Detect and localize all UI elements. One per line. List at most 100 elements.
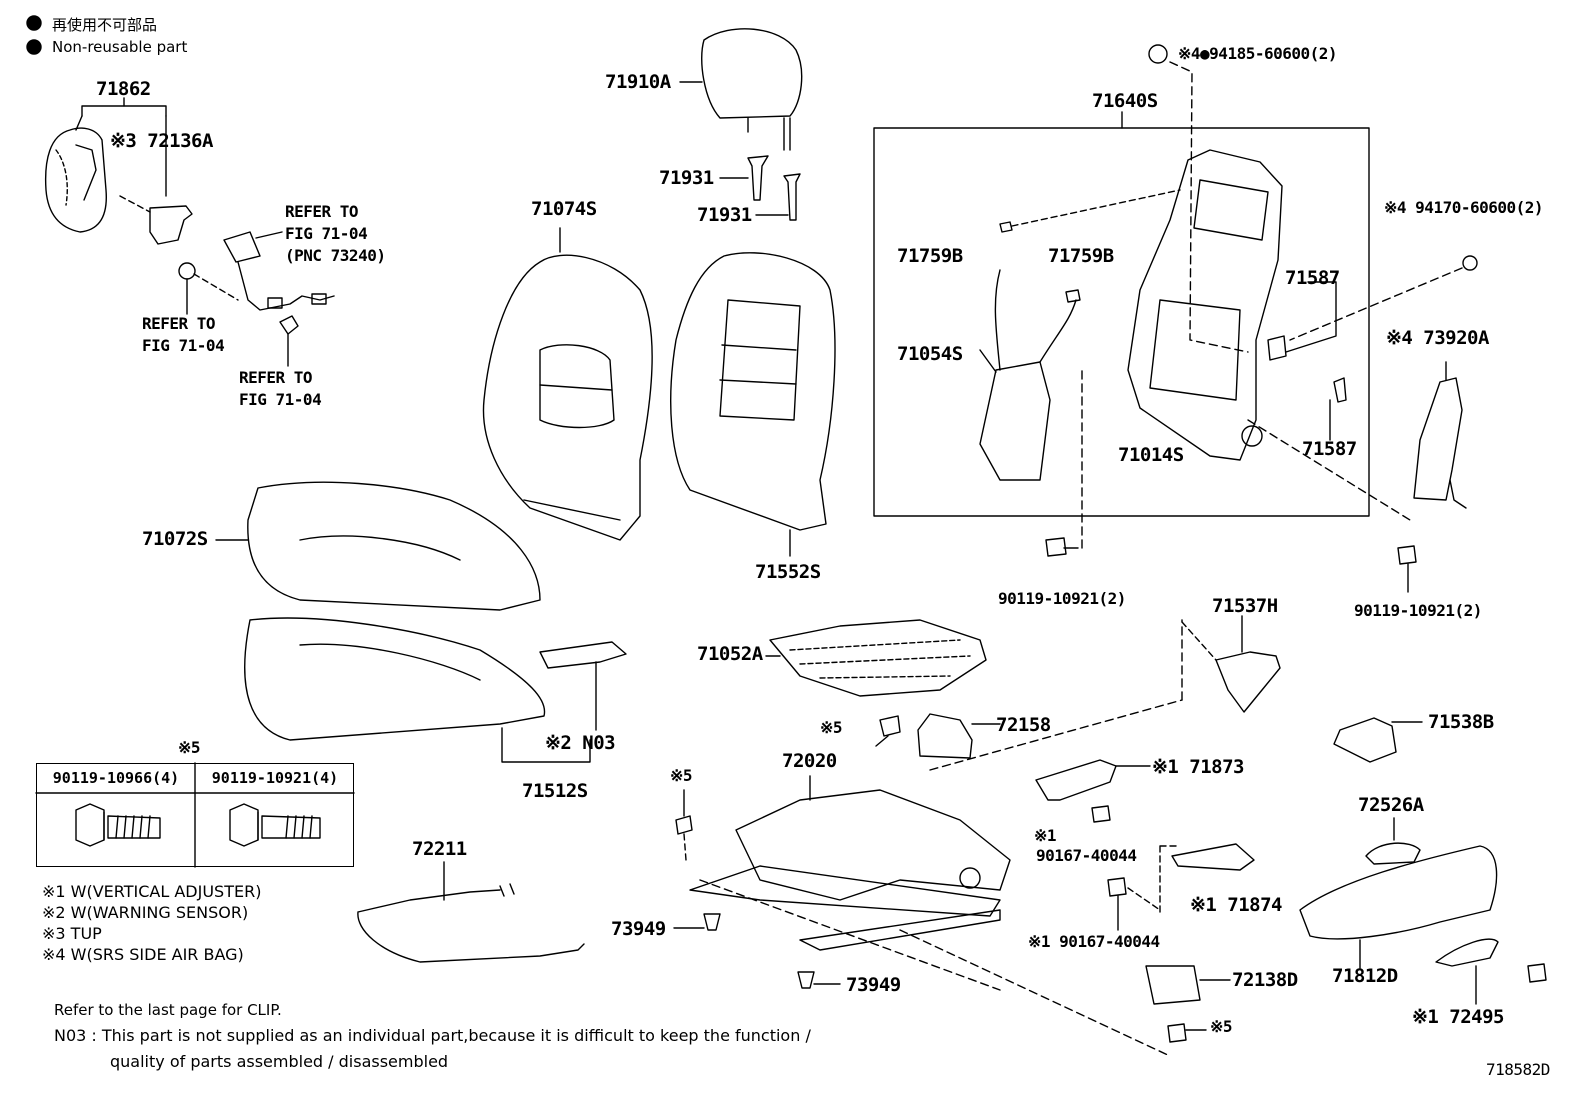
nut-part [1462,255,1478,271]
clip-73949 [703,913,721,931]
label-71587-a: 71587 [1285,267,1340,289]
spring-part [769,619,987,697]
label-refer-1b: FIG 71-04 [285,224,368,243]
label-90167-a: 90167-40044 [1036,846,1137,865]
label-90119-b: 90119-10921(2) [1354,601,1482,620]
label-71910A: 71910A [605,71,671,93]
note-n03-line1: N03 : This part is not supplied as an in… [54,1026,811,1045]
bolt-table-col1: 90119-10966(4) [52,769,180,787]
label-s5-table: ※5 [178,738,201,757]
label-72526A: 72526A [1358,794,1424,816]
label-s5-a: ※5 [820,718,843,737]
wire-72211 [357,889,585,963]
sensor-N03 [539,641,627,669]
legend-japanese: 再使用不可部品 [52,16,158,34]
cover-72138D [1145,965,1201,1005]
bolt-table: 90119-10966(4) 90119-10921(4) [36,763,354,867]
link-71873 [1035,759,1117,801]
bolt-part [1527,963,1547,983]
label-refer-1c: (PNC 73240) [285,246,386,265]
legend-dot-icon [26,39,42,55]
label-71072S: 71072S [142,528,208,550]
label-72211: 72211 [412,838,467,860]
side-cover-part [44,127,107,233]
airbag-part [1413,377,1463,501]
clip-73949 [797,971,815,989]
clip-72136A [149,205,193,245]
label-refer-3: REFER TO [239,368,313,387]
seatback-frame-part [1127,149,1283,461]
knob-72526A [1365,842,1421,865]
footnote-4: ※4 W(SRS SIDE AIR BAG) [42,945,244,964]
label-71759B-a: 71759B [897,245,963,267]
footnote-3: ※3 TUP [42,924,102,943]
label-90119-a: 90119-10921(2) [998,589,1126,608]
label-71640S: 71640S [1092,90,1158,112]
link-71874 [1171,843,1255,871]
label-73920A: ※4 73920A [1386,327,1489,349]
bolt-part [1045,537,1067,557]
label-71812D: 71812D [1332,965,1398,987]
label-90167-a-mark: ※1 [1034,826,1057,845]
bolt-part [1107,877,1127,897]
label-71931-a: 71931 [659,167,714,189]
bracket-71537H [1215,651,1281,713]
label-71052A: 71052A [697,643,763,665]
cover-72495 [1435,938,1499,967]
note-n03-line2: quality of parts assembled / disassemble… [110,1052,449,1071]
bolt-icon [75,803,161,847]
label-71862: 71862 [96,78,151,100]
label-71759B-b: 71759B [1048,245,1114,267]
label-71512S: 71512S [522,780,588,802]
label-90167-b: ※1 90167-40044 [1028,932,1160,951]
label-71587-b: 71587 [1302,438,1357,460]
cushion-cover-part [247,481,541,611]
guide-part [783,173,801,221]
label-72020: 72020 [782,750,837,772]
label-refer-2: REFER TO [142,314,216,333]
bolt-part [1167,1023,1187,1043]
headrest-part [701,28,803,119]
bolt-part [1091,805,1111,823]
seatback-cover-part [482,254,653,541]
label-71552S: 71552S [755,561,821,583]
label-72138D: 72138D [1232,969,1298,991]
bolt-part [1397,545,1417,565]
label-94185: ※4●94185-60600(2) [1178,44,1338,63]
label-71874: ※1 71874 [1190,894,1283,916]
guide-part [747,155,769,201]
label-71054S: 71054S [897,343,963,365]
label-72136A: ※3 72136A [110,130,213,152]
lumbar-part [979,361,1051,481]
label-refer-3b: FIG 71-04 [239,390,322,409]
nut-part [1148,44,1168,64]
legend-english: Non-reusable part [52,38,188,56]
label-refer-2b: FIG 71-04 [142,336,225,355]
label-71931-b: 71931 [697,204,752,226]
label-73949-a: 73949 [611,918,666,940]
label-71074S: 71074S [531,198,597,220]
bolt-icon [229,803,321,847]
label-s5-c: ※5 [1210,1017,1233,1036]
shield-71812D [1299,845,1498,940]
figure-id: 718582D [1486,1060,1550,1079]
label-72158: 72158 [996,714,1051,736]
bracket-71538B [1333,717,1397,763]
bolt-part [879,715,901,737]
label-71537H: 71537H [1212,595,1278,617]
buckle-part [223,231,261,263]
bolt-part [675,815,693,835]
label-s5-b: ※5 [670,766,693,785]
bolt-table-col2: 90119-10921(4) [211,769,339,787]
cushion-pad-part [244,617,546,741]
note-clip: Refer to the last page for CLIP. [54,1001,282,1019]
label-73949-b: 73949 [846,974,901,996]
label-94170: ※4 94170-60600(2) [1384,198,1544,217]
label-71014S: 71014S [1118,444,1184,466]
legend-dot-icon [26,15,42,31]
label-refer-1: REFER TO [285,202,359,221]
cover-72158 [917,713,973,759]
grommet-part [178,262,196,280]
label-72495: ※1 72495 [1412,1006,1505,1028]
